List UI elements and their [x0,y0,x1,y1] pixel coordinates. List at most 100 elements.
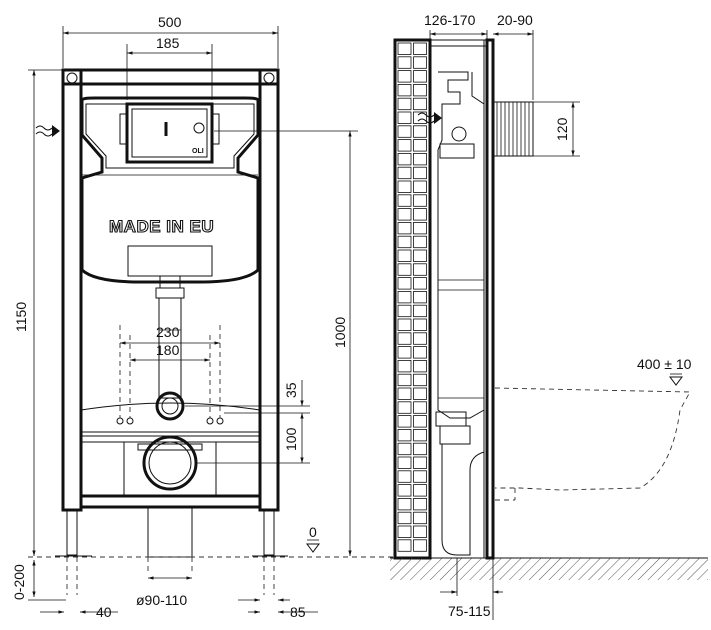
brick-tile [397,497,412,511]
brick-tile [413,442,427,456]
foot-extensions [66,557,275,595]
dim-foot-height: 0-200 [11,564,27,600]
brick-wall [393,38,432,560]
brick-tile [397,208,412,221]
brick-tile [397,290,412,304]
dim-frame-width: 500 [158,14,182,30]
brick-tile [397,304,412,318]
cistern-tank [80,96,260,299]
brick-tile [413,221,427,235]
brick-tile [413,332,427,345]
brick-tile [413,194,427,207]
brick-tile [413,428,427,442]
brick-tile [397,84,412,97]
brick-tile [413,180,427,193]
toilet-bowl-outline [494,387,691,491]
water-inlet-icon [35,125,60,137]
brick-tile [413,111,427,124]
brick-tile [397,525,412,538]
dim-inlet-offset: 35 [283,382,299,398]
brick-tile [413,497,427,511]
brick-tile [413,56,427,69]
button-housing [492,101,534,157]
dim-bowl-height: 400 ± 10 [637,356,692,372]
brick-tile [413,304,427,318]
brick-tile [413,415,427,428]
brick-tile [397,401,412,414]
floor-hatch [390,558,708,580]
brick-tile [413,346,427,359]
brick-tile [397,332,412,345]
brick-tile [397,166,412,180]
brick-tile [397,387,412,400]
brick-tile [397,249,412,262]
front-view: OLI MADE IN EU [28,68,395,595]
side-dimensions: 126-170 20-90 120 400 ± 10 75-115 [424,12,692,620]
brick-tile [397,235,412,249]
mounting-bolts [116,325,224,425]
brick-tile [413,263,427,276]
brick-tile [397,277,412,290]
dim-pipe-diameter: ø90-110 [136,592,187,608]
brick-tile [413,125,427,138]
dim-outlet-depth: 75-115 [448,603,491,619]
brick-tile [413,166,427,180]
brick-tile [397,263,412,276]
brick-tile [397,111,412,124]
brick-tile [413,70,427,83]
brick-tile [397,359,412,373]
brick-tile [413,539,427,552]
dim-wall-depth: 126-170 [424,12,476,28]
brick-tile [413,97,427,111]
brick-tile [397,318,412,331]
brick-tile [413,84,427,97]
brick-tile [413,42,427,55]
brick-tile [397,539,412,552]
brick-tile [397,511,412,525]
brick-tile [397,152,412,166]
brick-tile [397,180,412,193]
brick-tile [413,387,427,400]
brick-tile [397,139,412,152]
brick-tile [397,125,412,138]
brick-tile [413,359,427,373]
dim-bolt-outer: 230 [156,324,180,340]
brick-tile [413,152,427,166]
dim-frame-depth: 20-90 [497,12,533,28]
brick-tile [397,70,412,83]
brick-tile [397,42,412,55]
brick-tile [413,401,427,414]
brick-tile [413,456,427,469]
brand-label: OLI [192,148,204,155]
brick-tile [397,346,412,359]
dim-bolt-inner: 180 [156,342,180,358]
side-view [390,38,708,580]
brick-tile [397,97,412,111]
brick-tile [397,442,412,456]
brick-tile [413,290,427,304]
brick-tile [413,511,427,525]
brick-tile [413,277,427,290]
brick-tile [397,428,412,442]
brick-tile [397,373,412,387]
flush-pipe [155,297,185,421]
dim-foot-right: 85 [290,604,306,620]
dim-button-width: 185 [156,35,180,51]
brick-tile [397,415,412,428]
water-inlet-side-icon [417,112,442,124]
flush-plate: OLI [119,102,220,164]
brick-tile [413,139,427,152]
dim-total-height: 1150 [13,302,29,332]
brick-tile [397,470,412,483]
brick-tile [397,456,412,469]
made-in-label: MADE IN EU [109,217,214,236]
dim-button-height: 120 [554,117,570,141]
brick-tile [413,484,427,497]
front-dimensions: 500 185 1150 1000 230 180 35 100 0 [11,14,358,620]
brick-tile [413,373,427,387]
brick-tile [397,484,412,497]
dim-tank-height: 1000 [332,317,348,348]
brick-tile [413,208,427,221]
brick-tile [413,249,427,262]
